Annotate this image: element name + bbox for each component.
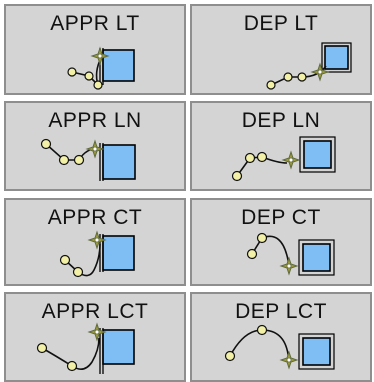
aircraft-star-icon	[87, 230, 107, 250]
tile-label: DEP LCT	[235, 300, 327, 323]
tile-label: APPR LCT	[41, 300, 149, 323]
tile-dep-lct[interactable]: DEP LCT	[190, 292, 372, 382]
tile-appr-lt[interactable]: APPR LT	[4, 4, 186, 95]
tile-label: DEP LT	[243, 12, 319, 35]
aircraft-star-icon	[85, 139, 105, 159]
departure-left-turn-icon	[266, 42, 352, 90]
aircraft-star-icon	[310, 62, 330, 82]
departure-curved-turn-icon	[246, 232, 335, 276]
tile-appr-ct[interactable]: APPR CT	[4, 198, 186, 286]
aircraft-star-icon	[90, 46, 110, 66]
approach-left-turn-icon	[67, 46, 135, 90]
aircraft-star-icon	[279, 350, 299, 370]
aircraft-star-icon	[87, 322, 107, 342]
tile-appr-lct[interactable]: APPR LCT	[4, 292, 186, 382]
tile-label: APPR LN	[48, 109, 142, 132]
tile-dep-lt[interactable]: DEP LT	[190, 4, 372, 95]
tile-label: APPR CT	[47, 206, 143, 229]
tile-label: APPR LT	[50, 12, 140, 35]
tile-appr-ln[interactable]: APPR LN	[4, 101, 186, 191]
tile-label: DEP LN	[241, 109, 321, 132]
departure-line-curved-turn-icon	[224, 324, 335, 370]
aircraft-star-icon	[281, 150, 301, 170]
departure-line-icon	[231, 136, 336, 182]
tile-dep-ct[interactable]: DEP CT	[190, 198, 372, 286]
approach-line-curved-turn-icon	[36, 322, 135, 374]
aircraft-star-icon	[279, 256, 299, 276]
tile-dep-ln[interactable]: DEP LN	[190, 101, 372, 191]
approach-line-icon	[40, 138, 136, 181]
tile-label: DEP CT	[241, 206, 321, 229]
approach-curved-turn-icon	[59, 230, 135, 278]
